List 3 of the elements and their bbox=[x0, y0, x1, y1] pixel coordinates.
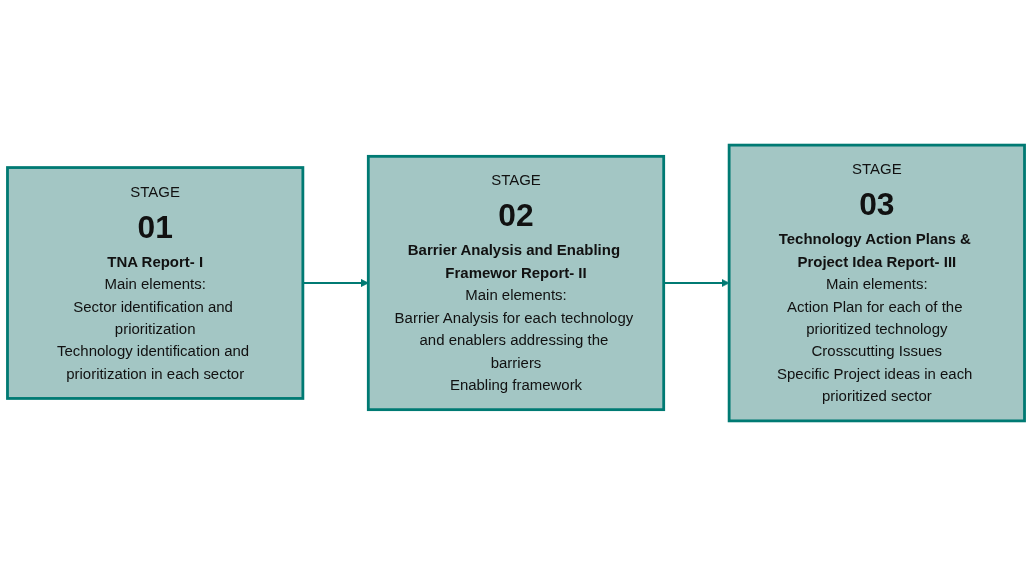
node-box: STAGE 03 Technology Action Plans & Project Idea Report- III Main elements: Action Plan for each of the prioritized technology Crosscutting Issues Specific Project ideas in each prioritized sector bbox=[727, 143, 1026, 423]
node-box: STAGE 02 Barrier Analysis and Enabling Framewor Report- II Main elements: Barrier Analysis for each technology and enablers addressing the barriers Enabling framework bbox=[366, 154, 666, 412]
node-box: STAGE 01 TNA Report- I Main elements: Sector identification and prioritization Technology identification and prioritization in each sector bbox=[6, 166, 305, 400]
